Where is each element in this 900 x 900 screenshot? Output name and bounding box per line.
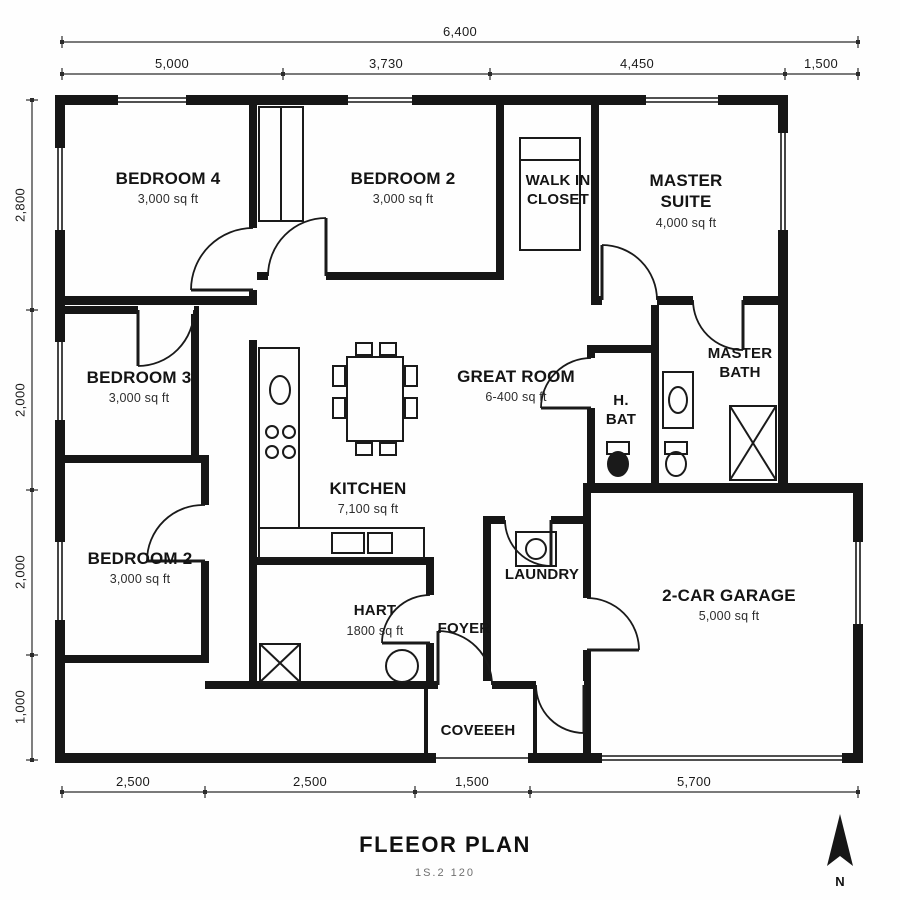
room-label-foyer: FOYER <box>424 620 504 639</box>
dim-bottom-1: 2,500 <box>115 774 151 789</box>
room-area: 3,000 sq ft <box>372 192 434 207</box>
room-area: 7,100 sq ft <box>337 502 399 517</box>
dining-table-icon <box>332 342 418 456</box>
door-arc-icon <box>437 630 493 686</box>
door-arc-icon <box>540 357 592 409</box>
window-icon <box>853 542 863 624</box>
room-label-walk-in-closet: WALK IN CLOSET <box>518 172 598 210</box>
room-name: KITCHEN <box>329 479 407 498</box>
kitchen-counter <box>258 347 425 559</box>
room-area: 5,000 sq ft <box>698 609 760 624</box>
fixtures <box>258 106 777 683</box>
room-label-bedroom-3: BEDROOM 3 3,000 sq ft <box>69 367 209 405</box>
room-label-bedroom-4: BEDROOM 4 3,000 sq ft <box>83 168 253 206</box>
page-subtitle: 1S.2 120 <box>414 867 476 879</box>
half-bath-toilet-icon <box>606 441 630 477</box>
dim-bottom-4: 5,700 <box>676 774 712 789</box>
dim-bottom-3: 1,500 <box>454 774 490 789</box>
room-name: COVEEEH <box>440 722 516 739</box>
shower-icon <box>729 405 777 481</box>
kitchen-sink-icon <box>269 375 291 405</box>
room-name: BEDROOM 4 <box>115 169 221 188</box>
room-area: 4,000 sq ft <box>655 215 717 230</box>
dim-bottom-2: 2,500 <box>292 774 328 789</box>
room-name: BEDROOM 2 <box>350 169 456 188</box>
room-label-half-bath: H. BAT <box>599 392 643 430</box>
garage-door-icon <box>602 753 842 763</box>
dim-left-4: 1,000 <box>12 689 28 725</box>
vanity-icon <box>662 371 694 429</box>
room-name: HART <box>353 602 397 619</box>
room-area: 3,000 sq ft <box>108 391 170 406</box>
room-label-master-suite: MASTER SUITE 4,000 sq ft <box>631 170 741 230</box>
door-arc-icon <box>381 594 431 644</box>
room-name: H. BAT <box>605 392 637 428</box>
door-arc-icon <box>586 597 640 651</box>
room-label-bedroom-2-bottom: BEDROOM 2 3,000 sq ft <box>70 548 210 586</box>
closet-fixture <box>258 106 304 222</box>
door-arc-icon <box>692 299 744 351</box>
dim-top-1: 5,000 <box>154 56 190 71</box>
window-icon <box>55 542 65 620</box>
window-icon <box>118 95 186 105</box>
dim-top-2: 3,730 <box>368 56 404 71</box>
doors <box>136 217 745 734</box>
stove-icon <box>265 425 279 439</box>
window-icon <box>55 342 65 420</box>
dim-left-2: 2,000 <box>12 382 28 418</box>
dim-left-3: 2,000 <box>12 554 28 590</box>
room-area: 3,000 sq ft <box>137 192 199 207</box>
room-name: LAUNDRY <box>504 566 580 583</box>
room-label-bedroom-2-top: BEDROOM 2 3,000 sq ft <box>318 168 488 206</box>
door-arc-icon <box>267 217 327 277</box>
room-name: BEDROOM 2 <box>87 549 193 568</box>
dim-left-1: 2,800 <box>12 187 28 223</box>
room-label-master-bath: MASTER BATH <box>696 345 784 383</box>
walkin-shelf <box>519 137 581 251</box>
room-name: MASTER BATH <box>707 345 773 381</box>
windows <box>55 95 863 763</box>
door-arc-icon <box>146 504 206 562</box>
room-area: 6-400 sq ft <box>485 390 547 405</box>
room-name: WALK IN CLOSET <box>525 172 591 208</box>
sink-basin <box>331 532 365 554</box>
room-label-great-room: GREAT ROOM 6-400 sq ft <box>426 366 606 404</box>
page-title: FLEEOR PLAN <box>359 832 531 857</box>
door-arc-icon <box>601 244 658 301</box>
window-icon <box>55 148 65 230</box>
window-icon <box>348 95 412 105</box>
room-label-porch: COVEEEH <box>428 722 528 741</box>
room-name: BEDROOM 3 <box>86 368 192 387</box>
door-gaps <box>138 228 743 689</box>
room-label-garage: 2-CAR GARAGE 5,000 sq ft <box>629 585 829 623</box>
door-arcs <box>136 217 745 734</box>
toilet-icon <box>664 441 688 477</box>
room-name: GREAT ROOM <box>457 367 575 386</box>
foyer-table-icon <box>385 649 419 683</box>
room-area: 1800 sq ft <box>346 623 404 638</box>
room-label-laundry: LAUNDRY <box>497 566 587 585</box>
room-label-hart: HART 1800 sq ft <box>320 602 430 638</box>
room-name: MASTER SUITE <box>649 171 723 212</box>
room-name: FOYER <box>437 620 491 637</box>
window-icon <box>646 95 718 105</box>
door-arc-icon <box>190 227 254 291</box>
dimension-lines <box>26 36 860 798</box>
room-label-kitchen: KITCHEN 7,100 sq ft <box>298 478 438 516</box>
fireplace-icon <box>259 643 301 683</box>
north-label: N <box>835 874 845 889</box>
door-arc-icon <box>535 684 585 734</box>
door-arc-icon <box>137 309 195 367</box>
washer-icon <box>515 531 557 567</box>
dim-overall-width: 6,400 <box>442 24 478 39</box>
window-icon <box>778 133 788 230</box>
north-arrow-icon <box>827 814 853 866</box>
room-name: 2-CAR GARAGE <box>662 586 796 605</box>
dim-top-4: 1,500 <box>803 56 839 71</box>
room-area: 3,000 sq ft <box>109 572 171 587</box>
dim-top-3: 4,450 <box>619 56 655 71</box>
